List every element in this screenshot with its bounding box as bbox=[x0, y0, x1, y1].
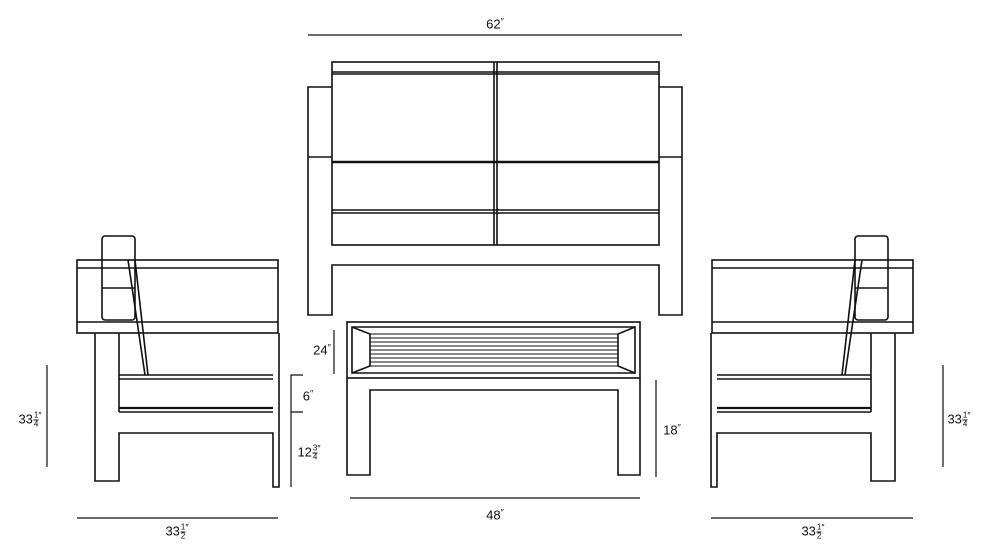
sofa-width-label: 62″ bbox=[486, 16, 504, 32]
coffee-table-front-view bbox=[346, 321, 641, 476]
table-width-label: 48″ bbox=[486, 507, 504, 523]
sofa-cushion-frame bbox=[331, 61, 660, 246]
dimension-lines bbox=[46, 330, 944, 519]
table-height-label: 18″ bbox=[663, 422, 681, 438]
left-chair-side-view bbox=[76, 235, 280, 488]
sofa-arms-and-legs bbox=[307, 86, 683, 316]
sofa-front-view bbox=[307, 34, 683, 316]
right-chair-side-view bbox=[709, 234, 915, 489]
arm-height-label: 24″ bbox=[313, 342, 331, 358]
cushion-thickness-label: 6″ bbox=[302, 388, 314, 404]
